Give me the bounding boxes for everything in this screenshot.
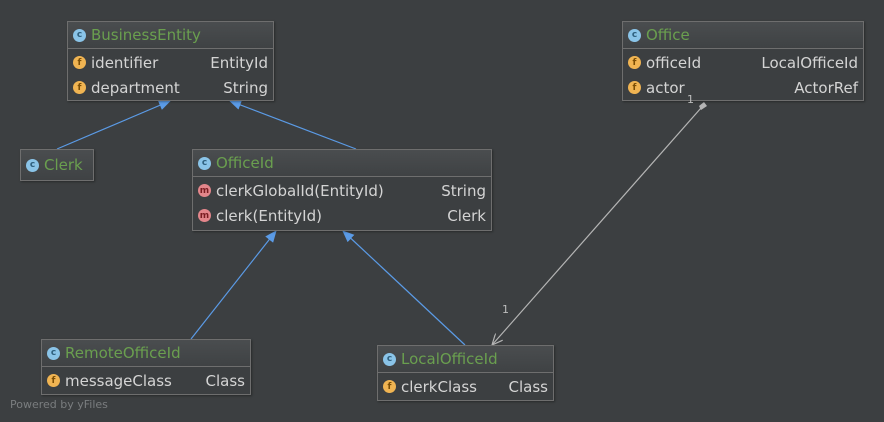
- edge-office-to-localofficeid: [492, 107, 702, 345]
- member-row[interactable]: f identifier EntityId: [68, 50, 273, 75]
- target-multiplicity: 1: [502, 303, 509, 316]
- class-icon: c: [628, 28, 641, 42]
- class-icon: c: [73, 28, 86, 42]
- source-multiplicity: 1: [687, 93, 694, 106]
- class-header: c Clerk: [21, 150, 93, 180]
- class-icon: c: [198, 156, 211, 170]
- field-icon: f: [47, 374, 60, 387]
- member-row[interactable]: f messageClass Class: [42, 368, 250, 393]
- member-name: clerkGlobalId(EntityId): [216, 181, 384, 200]
- class-name: BusinessEntity: [91, 26, 201, 44]
- powered-by-label: Powered by yFiles: [10, 398, 108, 411]
- edge-officeid-to-businessentity: [229, 100, 357, 150]
- class-name: Clerk: [44, 156, 83, 174]
- member-type: EntityId: [210, 53, 268, 72]
- member-type: Clerk: [447, 206, 486, 225]
- class-name: OfficeId: [216, 154, 274, 172]
- member-row[interactable]: f officeId LocalOfficeId: [623, 50, 863, 75]
- class-name: LocalOfficeId: [401, 350, 498, 368]
- member-row[interactable]: m clerk(EntityId) Clerk: [193, 203, 491, 228]
- member-name: actor: [646, 78, 685, 97]
- edge-remoteofficeid-to-officeid: [190, 230, 277, 340]
- member-type: LocalOfficeId: [761, 53, 858, 72]
- member-name: identifier: [91, 53, 159, 72]
- class-header: c OfficeId: [193, 150, 491, 177]
- field-icon: f: [628, 56, 641, 69]
- edge-localofficeid-to-officeid: [342, 230, 466, 346]
- member-row[interactable]: f department String: [68, 75, 273, 100]
- class-name: RemoteOfficeId: [65, 344, 181, 362]
- member-row[interactable]: f actor ActorRef: [623, 75, 863, 100]
- class-officeid[interactable]: c OfficeId m clerkGlobalId(EntityId) Str…: [192, 149, 492, 231]
- class-icon: c: [383, 352, 396, 366]
- member-type: ActorRef: [794, 78, 858, 97]
- class-icon: c: [26, 158, 39, 172]
- member-name: officeId: [646, 53, 702, 72]
- class-name: Office: [646, 26, 690, 44]
- field-icon: f: [73, 56, 86, 69]
- class-header: c Office: [623, 22, 863, 49]
- class-office[interactable]: c Office f officeId LocalOfficeId f acto…: [622, 21, 864, 101]
- member-name: clerkClass: [401, 377, 477, 396]
- composition-diamond: [699, 102, 707, 110]
- class-header: c LocalOfficeId: [378, 346, 553, 373]
- field-icon: f: [383, 380, 396, 393]
- member-name: department: [91, 78, 180, 97]
- class-icon: c: [47, 346, 60, 360]
- field-icon: f: [628, 81, 641, 94]
- member-type: Class: [205, 371, 245, 390]
- class-remoteofficeid[interactable]: c RemoteOfficeId f messageClass Class: [41, 339, 251, 395]
- member-name: clerk(EntityId): [216, 206, 322, 225]
- member-row[interactable]: f clerkClass Class: [378, 374, 553, 399]
- method-icon: m: [198, 209, 211, 222]
- class-clerk[interactable]: c Clerk: [20, 149, 94, 181]
- class-header: c BusinessEntity: [68, 22, 273, 49]
- member-name: messageClass: [65, 371, 172, 390]
- member-row[interactable]: m clerkGlobalId(EntityId) String: [193, 178, 491, 203]
- method-icon: m: [198, 184, 211, 197]
- class-businessentity[interactable]: c BusinessEntity f identifier EntityId f…: [67, 21, 274, 101]
- member-type: String: [223, 78, 268, 97]
- edge-clerk-to-businessentity: [56, 100, 171, 150]
- member-type: String: [441, 181, 486, 200]
- class-header: c RemoteOfficeId: [42, 340, 250, 367]
- class-localofficeid[interactable]: c LocalOfficeId f clerkClass Class: [377, 345, 554, 401]
- field-icon: f: [73, 81, 86, 94]
- member-type: Class: [508, 377, 548, 396]
